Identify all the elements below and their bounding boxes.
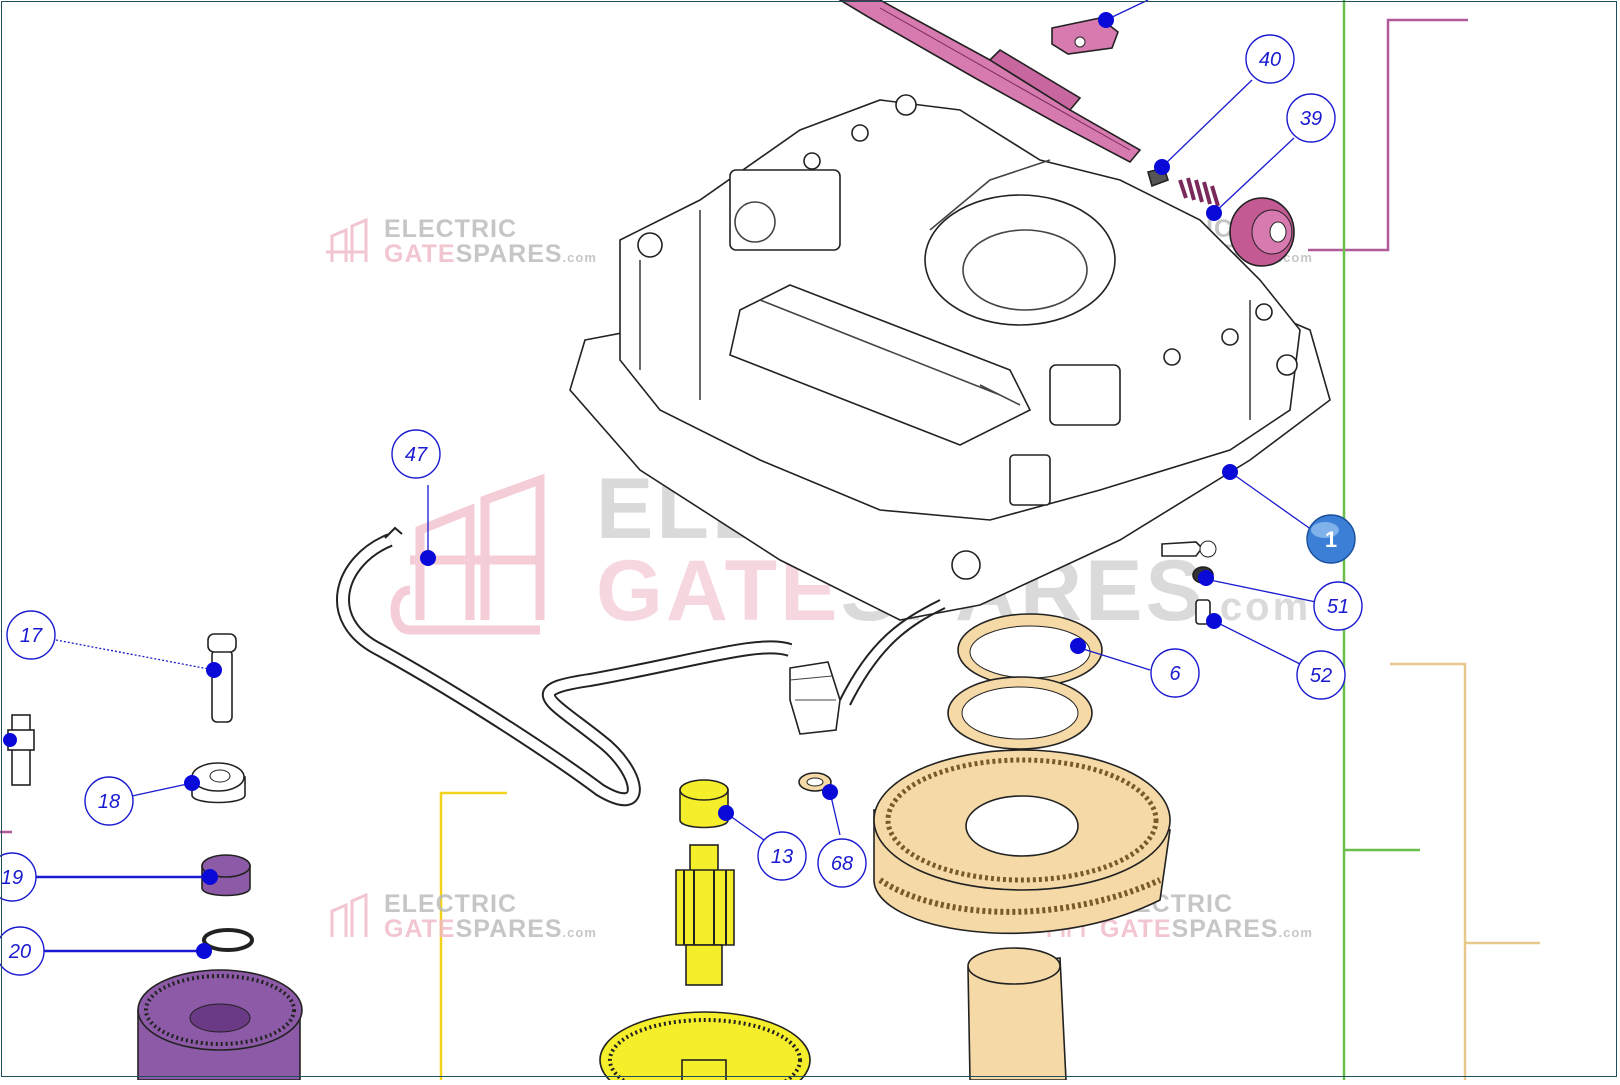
- leader-dot-51: [1198, 570, 1214, 586]
- part-ring: [947, 613, 1103, 750]
- part-gear-yellow: [599, 1011, 811, 1085]
- bracket-pink: [1308, 18, 1468, 252]
- part-gear-large: [873, 749, 1171, 934]
- callout-19[interactable]: 19: [0, 852, 37, 902]
- part-shaft: [838, 0, 1142, 164]
- callout-label-6: 6: [1169, 663, 1181, 685]
- leader-dots: [3, 12, 1238, 959]
- bracket-tan: [1390, 662, 1467, 1080]
- watermark-small-gate: GATE: [384, 240, 456, 268]
- watermark-small-top-left: ELECTRIC GATESPARES.com: [326, 215, 597, 268]
- leader-dot-68: [822, 784, 838, 800]
- callout-47[interactable]: 47: [391, 429, 441, 479]
- leader-line-52: [1215, 621, 1303, 666]
- part-clamp: [1051, 17, 1119, 55]
- callout-label-40: 40: [1259, 49, 1281, 71]
- leader-dot-left: [3, 733, 17, 747]
- watermark-small-spares: SPARES: [456, 240, 563, 268]
- watermark-logo-icon: [330, 892, 368, 937]
- watermark-small-line1: ELECTRIC: [384, 215, 517, 243]
- leader-dot-47: [420, 550, 436, 566]
- bracket-lines: [0, 0, 1540, 1080]
- leader-dot-17: [206, 662, 222, 678]
- watermark-small-line2: GATESPARES.com: [1100, 915, 1313, 943]
- callout-52[interactable]: 52: [1296, 650, 1346, 700]
- callout-label-19: 19: [1, 867, 23, 889]
- part-screw-left: [7, 714, 35, 786]
- leader-line-18: [131, 782, 193, 797]
- watermark-small-suffix: .com: [563, 925, 597, 940]
- watermark-small-spares: SPARES: [456, 915, 563, 943]
- callout-18[interactable]: 18: [84, 776, 134, 826]
- housing-motor-cover: [729, 284, 1032, 446]
- part-bolt: [207, 633, 237, 723]
- callout-20[interactable]: 20: [0, 926, 45, 976]
- watermark-small-spares: SPARES: [1172, 915, 1279, 943]
- leader-dot-19: [202, 869, 218, 885]
- callout-1[interactable]: 1: [1306, 514, 1356, 564]
- watermark-small-line2: GATESPARES.com: [384, 915, 597, 943]
- leader-dot-52: [1206, 613, 1222, 629]
- part-circlip: [202, 928, 254, 952]
- leader-dot-1: [1222, 464, 1238, 480]
- callout-51[interactable]: 51: [1313, 581, 1363, 631]
- callout-39[interactable]: 39: [1286, 93, 1336, 143]
- leader-dot-18: [184, 775, 200, 791]
- callout-6[interactable]: 6: [1150, 648, 1200, 698]
- callout-label-47: 47: [405, 444, 428, 466]
- part-knob: [1229, 197, 1295, 267]
- leader-dot-20: [196, 943, 212, 959]
- part-washer-small: [798, 772, 832, 792]
- callout-17[interactable]: 17: [6, 610, 56, 660]
- watermark-small-bottom-left: ELECTRIC GATESPARES.com: [330, 890, 597, 943]
- watermark-large-suffix: .com: [1206, 585, 1311, 629]
- part-gear-purple: [137, 969, 303, 1081]
- callouts: 40 39 1 51 52 6 47 17: [0, 34, 1363, 976]
- callout-label-68: 68: [831, 853, 853, 875]
- watermark-small-suffix: .com: [563, 250, 597, 265]
- callout-label-20: 20: [8, 941, 31, 963]
- leader-dot: [1098, 12, 1114, 28]
- part-housing: [569, 94, 1331, 621]
- leader-line-39: [1213, 137, 1295, 214]
- part-cable-gland: [789, 661, 841, 735]
- callout-label-17: 17: [20, 625, 43, 647]
- leader-line-6: [1079, 647, 1151, 671]
- leader-dot-40: [1154, 159, 1170, 175]
- part-spring: [1178, 177, 1220, 207]
- leader-dot-6: [1070, 638, 1086, 654]
- part-ring-terminal: [1161, 540, 1217, 558]
- watermark-small-line1: ELECTRIC: [384, 890, 517, 918]
- callout-label-18: 18: [98, 791, 120, 813]
- part-output-shaft: [967, 947, 1067, 1081]
- bracket-yellow: [439, 791, 507, 1080]
- watermark-logo-icon: [390, 473, 545, 635]
- leader-line-51: [1209, 579, 1317, 603]
- callout-13[interactable]: 13: [757, 831, 807, 881]
- part-spacer-yellow: [679, 779, 729, 829]
- callout-label-51: 51: [1327, 596, 1349, 618]
- callout-40[interactable]: 40: [1245, 34, 1295, 84]
- watermark-logo-icon: [326, 217, 368, 262]
- callout-label-1: 1: [1325, 527, 1337, 552]
- leader-dot-13: [718, 805, 734, 821]
- leader-line-40: [1161, 79, 1253, 168]
- leader-lines: [36, 0, 1317, 953]
- part-cable: [336, 526, 946, 807]
- watermark-small-suffix: .com: [1279, 925, 1313, 940]
- part-washer: [191, 762, 246, 804]
- callout-68[interactable]: 68: [817, 838, 867, 888]
- callout-label-13: 13: [771, 846, 793, 868]
- leader-line-1: [1229, 471, 1313, 531]
- callout-label-39: 39: [1300, 108, 1322, 130]
- part-pinion-shaft: [675, 844, 735, 986]
- callout-label-52: 52: [1310, 665, 1332, 687]
- watermark-small-line2: GATESPARES.com: [384, 240, 597, 268]
- leader-line-17: [55, 639, 215, 671]
- watermark-small-gate: GATE: [384, 915, 456, 943]
- leader-dot-39: [1206, 205, 1222, 221]
- part-grub-screw: [1195, 599, 1211, 625]
